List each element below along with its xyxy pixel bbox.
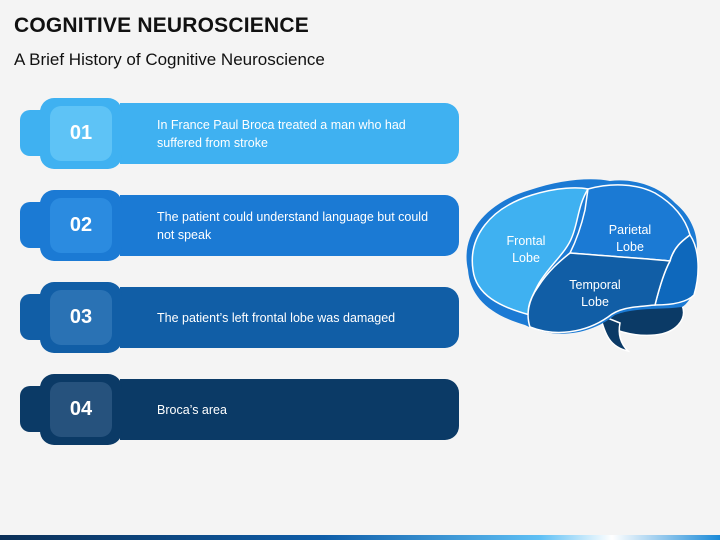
frontal-lobe-label: Frontal Lobe <box>486 233 566 267</box>
step-1-number: 01 <box>50 106 112 161</box>
step-4-number: 04 <box>50 382 112 437</box>
page-subtitle: A Brief History of Cognitive Neuroscienc… <box>14 50 325 69</box>
temporal-lobe-shape <box>527 252 672 334</box>
footer-gradient-bar <box>0 535 720 540</box>
step-1-bar <box>120 103 459 164</box>
step-3-number: 03 <box>50 290 112 345</box>
brain-stem-shape <box>598 313 631 353</box>
parietal-lobe-text: Parietal Lobe <box>608 223 652 254</box>
step-2-bar <box>120 195 459 256</box>
step-2-number: 02 <box>50 198 112 253</box>
step-1-text: In France Paul Broca treated a man who h… <box>157 117 406 150</box>
step-4-text: Broca’s area <box>157 402 227 417</box>
page-title: COGNITIVE NEUROSCIENCE <box>14 14 309 37</box>
parietal-lobe-label: Parietal Lobe <box>590 222 670 256</box>
step-4-bar <box>120 379 459 440</box>
step-row-2: 02 The patient could understand language… <box>0 190 470 262</box>
step-row-4: 04 Broca’s area <box>0 374 470 446</box>
step-2-text: The patient could understand language bu… <box>157 209 429 242</box>
step-row-3: 03 The patient’s left frontal lobe was d… <box>0 282 470 354</box>
frontal-lobe-text: Frontal Lobe <box>506 234 546 265</box>
step-3-bar <box>120 287 459 348</box>
temporal-lobe-text: Temporal Lobe <box>569 278 621 309</box>
step-3-text: The patient’s left frontal lobe was dama… <box>157 310 396 325</box>
brain-diagram: Frontal Lobe Parietal Lobe Temporal Lobe <box>460 175 710 360</box>
step-row-1: 01 In France Paul Broca treated a man wh… <box>0 98 470 170</box>
temporal-lobe-label: Temporal Lobe <box>555 277 635 311</box>
brain-illustration <box>466 179 699 353</box>
